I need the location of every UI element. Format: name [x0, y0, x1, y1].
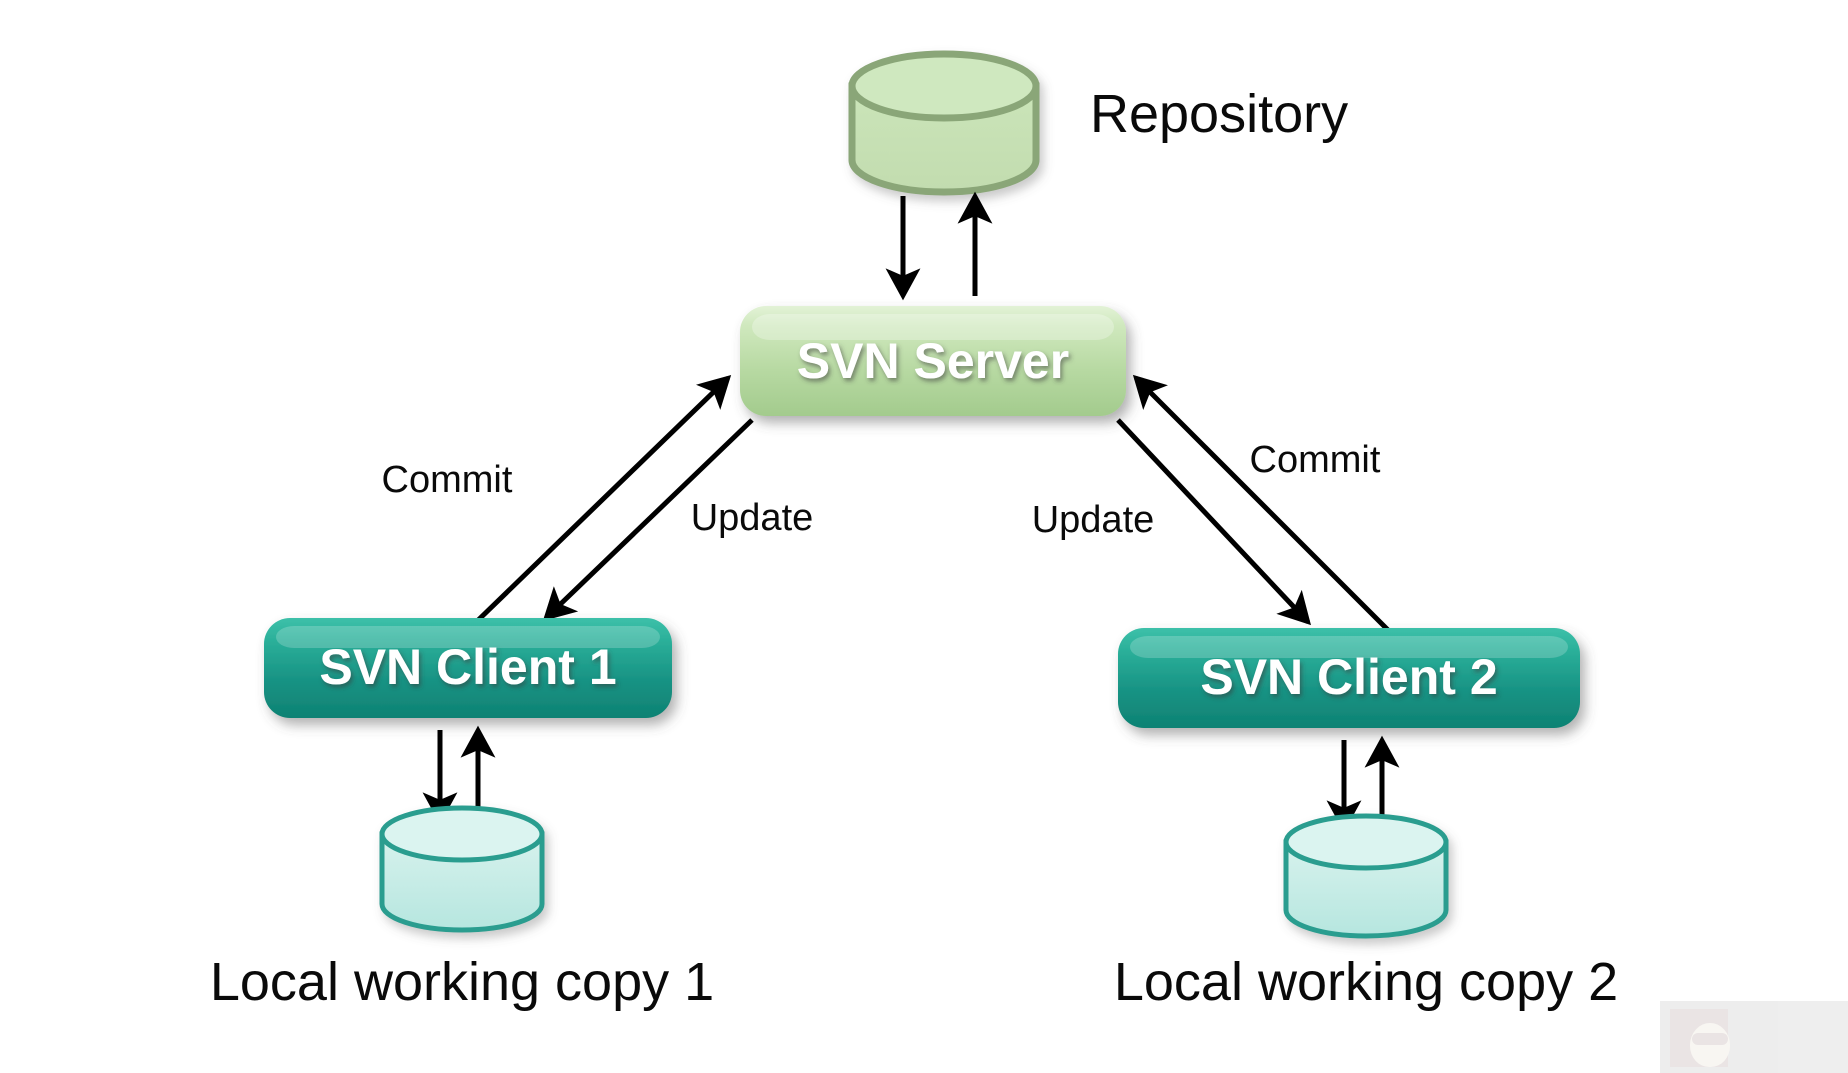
node-working-copy-1[interactable] [379, 805, 545, 933]
working-copy-2-label: Local working copy 2 [1114, 952, 1618, 1012]
svn-client-1-highlight [276, 626, 660, 648]
watermark-logo [1660, 1001, 1848, 1073]
arrow-update-server-to-client1 [542, 418, 754, 622]
arrow-update-server-to-client2 [1116, 418, 1311, 626]
svn-server-highlight [752, 314, 1114, 340]
node-working-copy-2[interactable] [1283, 813, 1449, 939]
edge-label-commit-left: Commit [382, 459, 513, 501]
svn-client-2-highlight [1130, 636, 1568, 658]
watermark-face-icon [1690, 1023, 1730, 1067]
arrow-commit-client2-to-server [1132, 374, 1392, 634]
sunglasses-icon [1692, 1033, 1728, 1045]
node-svn-client-2[interactable] [1118, 628, 1580, 728]
edge-label-update-left: Update [691, 497, 814, 539]
node-repository[interactable] [848, 50, 1040, 196]
edge-label-update-right: Update [1032, 499, 1155, 541]
repository-label: Repository [1090, 84, 1348, 144]
arrow-commit-client1-to-server [468, 374, 732, 630]
repository-cylinder-top [848, 50, 1040, 122]
working-copy-1-label: Local working copy 1 [210, 952, 714, 1012]
svn-client-2-label: SVN Client 2 [1200, 649, 1497, 705]
working-copy-1-cylinder-top [379, 805, 545, 863]
node-svn-server[interactable] [740, 306, 1126, 416]
edge-label-commit-right: Commit [1250, 439, 1381, 481]
svn-client-1-label: SVN Client 1 [319, 639, 616, 695]
working-copy-2-cylinder-top [1283, 813, 1449, 871]
node-svn-client-1[interactable] [264, 618, 672, 718]
watermark-badge-icon [1670, 1009, 1730, 1067]
svn-server-label: SVN Server [797, 333, 1069, 389]
